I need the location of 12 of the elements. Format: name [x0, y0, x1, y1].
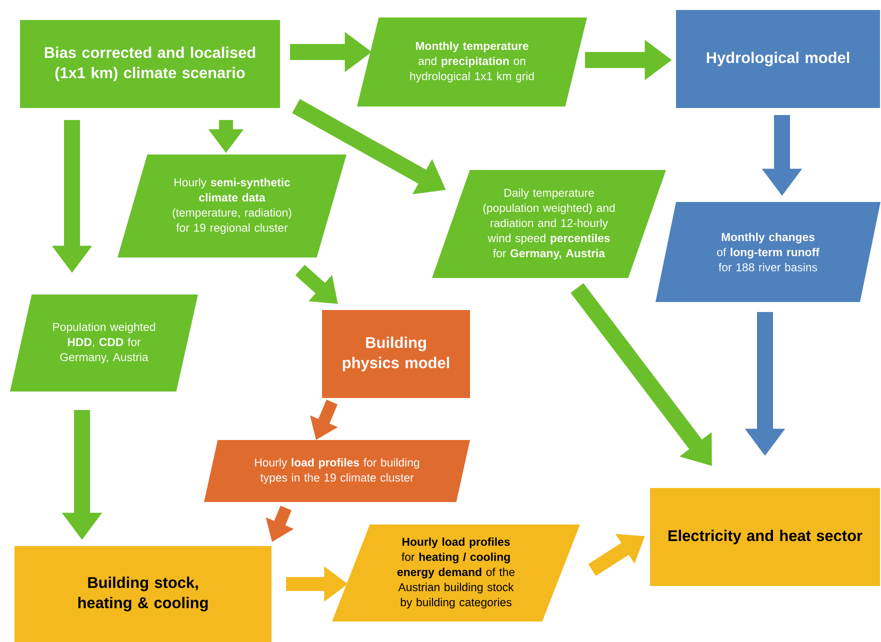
process-box: Building physics model	[322, 310, 470, 398]
process-box: Bias corrected and localised (1x1 km) climate scenario	[20, 20, 280, 108]
data-parallelogram: Hourly load profiles for heating / cooling energy demand of the Austrian building stock by building categories	[332, 524, 580, 622]
data-parallelogram: Hourly load profiles for building types in the 19 climate cluster	[204, 440, 470, 502]
data-parallelogram: Monthly changes of long-term runoff for 188 river basins	[656, 202, 881, 302]
process-box: Building stock, heating & cooling	[14, 546, 272, 642]
data-parallelogram: Daily temperature (population weighted) and radiation and 12-hourly wind speed percentiles for Germany, Austria	[432, 170, 666, 278]
data-parallelogram: Hourly semi-synthetic climate data (temperature, radiation) for 19 regional cluster	[118, 154, 346, 258]
data-parallelogram: Monthly temperature and precipitation on hydrological 1x1 km grid	[357, 18, 588, 106]
data-parallelogram: Population weighted HDD, CDD for Germany, Austria	[10, 294, 198, 392]
process-box: Hydrological model	[676, 10, 880, 108]
process-box: Electricity and heat sector	[650, 488, 880, 586]
